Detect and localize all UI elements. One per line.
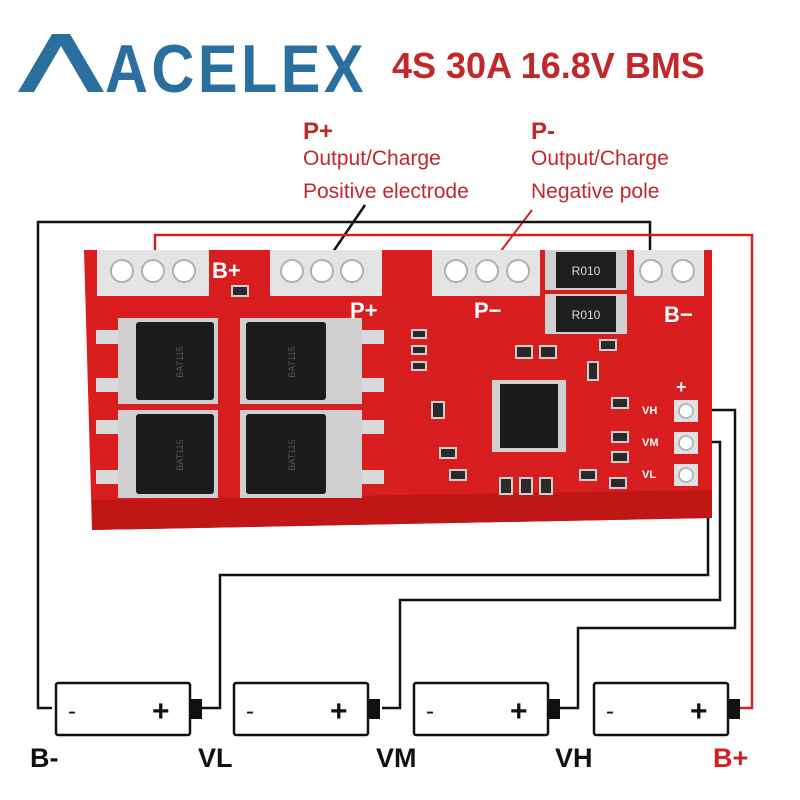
logo-a-mark (18, 34, 104, 92)
cell-minus-sign: - (246, 698, 254, 725)
p-minus-hole (506, 259, 530, 283)
mosfet: BAT115 (96, 318, 218, 404)
cell-minus-sign: - (606, 698, 614, 725)
b-plus-hole (110, 259, 134, 283)
board-label-plus: + (676, 377, 687, 397)
page-title: 4S 30A 16.8V BMS (392, 45, 705, 86)
brand-logo-text: ACELEX (105, 31, 367, 107)
vl-pad-hole (678, 467, 694, 483)
cell-plus-sign: + (510, 695, 528, 728)
b-plus-hole (172, 259, 196, 283)
controller-ic (492, 380, 566, 452)
mosfet-marking: BAT115 (287, 439, 297, 470)
b-minus-hole (639, 259, 663, 283)
mosfet-group: BAT115 BAT115 BAT115 BAT11 (96, 318, 384, 498)
p-plus-line1: Output/Charge (303, 147, 441, 170)
resistor-marking: R010 (572, 264, 601, 278)
b-minus-hole (671, 259, 695, 283)
cell-plus-sign: + (330, 695, 348, 728)
terminal-label-vl: VL (198, 743, 233, 773)
board-label-p-minus: P− (474, 298, 502, 323)
cell-plus-sign: + (690, 695, 708, 728)
mosfet-marking: BAT115 (287, 346, 297, 377)
bms-board: B+ P+ P− B− + VH VM VL R010 R010 BAT115 (84, 250, 712, 530)
p-plus-hole (340, 259, 364, 283)
p-minus-heading: P- (531, 118, 555, 145)
board-label-b-plus: B+ (212, 258, 241, 283)
mosfet-marking: BAT115 (175, 346, 185, 377)
wire-vh (560, 408, 737, 710)
battery-cell: - + (54, 681, 202, 737)
board-label-vm: VM (642, 437, 659, 449)
terminal-label-vm: VM (376, 743, 417, 773)
shunt-resistor: R010 (545, 250, 627, 290)
battery-cell: - + (592, 681, 740, 737)
cell-plus-sign: + (152, 695, 170, 728)
p-plus-heading: P+ (303, 118, 333, 145)
mosfet: BAT115 (240, 318, 384, 404)
mosfet: BAT115 (240, 410, 384, 498)
brand-logo: ACELEX (18, 31, 367, 107)
resistor-marking: R010 (572, 308, 601, 322)
vh-pad-hole (678, 403, 694, 419)
board-label-b-minus: B− (664, 302, 693, 327)
board-label-vh: VH (642, 405, 657, 417)
cell-minus-sign: - (426, 698, 434, 725)
terminal-label-vh: VH (555, 743, 593, 773)
vm-pad-hole (678, 435, 694, 451)
p-minus-line2: Negative pole (531, 180, 659, 203)
battery-cell: - + (412, 681, 560, 737)
terminal-label-b-plus: B+ (713, 743, 748, 773)
pcb-edge-shade (92, 490, 712, 530)
cell-minus-sign: - (68, 698, 76, 725)
mosfet: BAT115 (96, 410, 218, 498)
mosfet-marking: BAT115 (175, 439, 185, 470)
battery-cell: - + (232, 681, 380, 737)
wire-b-minus (36, 220, 652, 710)
p-plus-hole (310, 259, 334, 283)
board-label-vl: VL (642, 469, 656, 481)
p-minus-hole (444, 259, 468, 283)
p-plus-hole (280, 259, 304, 283)
wire-b-plus (153, 233, 754, 710)
p-minus-line1: Output/Charge (531, 147, 669, 170)
shunt-resistor: R010 (545, 294, 627, 334)
p-plus-line2: Positive electrode (303, 180, 469, 203)
terminal-label-b-minus: B- (30, 743, 59, 773)
b-plus-hole (141, 259, 165, 283)
wire-vm (382, 440, 722, 710)
p-minus-hole (475, 259, 499, 283)
